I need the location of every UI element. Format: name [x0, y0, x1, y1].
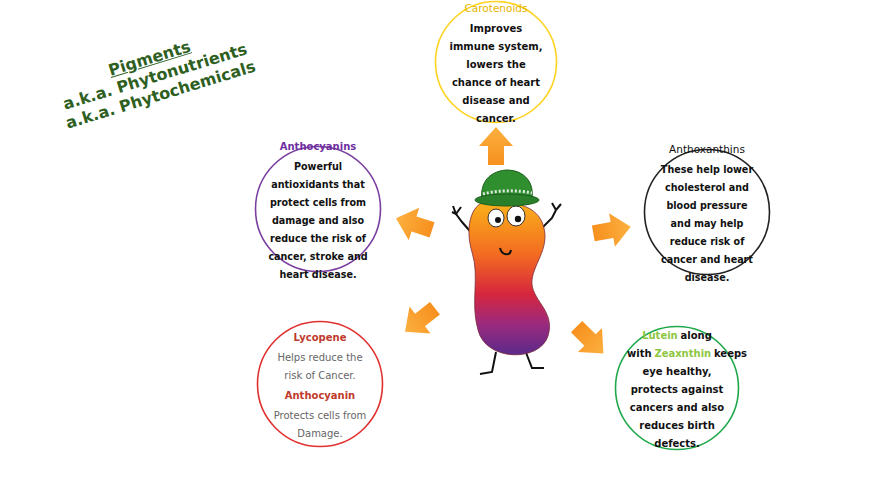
bean-hand	[452, 206, 461, 214]
circle-text: Protects cells from Damage.	[274, 410, 367, 439]
text-group: Luteinalong withZeaxnthinkeeps eye healt…	[627, 325, 727, 450]
pigment-circle: CarotenoidsImproves immune system, lower…	[434, 0, 558, 124]
circle-text: keeps eye healthy, protects against canc…	[630, 348, 747, 449]
pigment-circle: LycopeneHelps reduce the risk of Cancer.…	[256, 320, 384, 448]
bean-mascot	[452, 170, 561, 374]
circle-text: Powerful antioxidants that protect cells…	[268, 161, 367, 279]
text-group: Helps reduce the risk of Cancer.	[272, 347, 368, 383]
circle-content: AnthoxanthinsThese help lower cholestero…	[643, 148, 771, 276]
text-group: Powerful antioxidants that protect cells…	[268, 156, 368, 281]
bean-hand	[552, 203, 561, 210]
circle-text: Anthocyanin	[285, 390, 356, 401]
circle-heading: Lycopene	[294, 332, 347, 343]
circle-text: Improves immune system, lowers the chanc…	[450, 23, 543, 124]
circle-text: These help lower cholesterol and blood p…	[661, 164, 753, 282]
text-group: Anthocyanin	[285, 385, 356, 403]
text-group: Improves immune system, lowers the chanc…	[448, 18, 544, 125]
circle-border	[258, 322, 383, 447]
bean-leg	[480, 352, 496, 374]
pigment-circle: AnthocyaninsPowerful antioxidants that p…	[254, 145, 382, 273]
text-group: Carotenoids	[465, 0, 528, 16]
block-arrow	[590, 210, 633, 250]
bean-mouth	[500, 248, 511, 254]
bean-body	[469, 202, 550, 355]
block-arrow	[395, 295, 446, 345]
circle-heading: Lutein	[642, 330, 678, 341]
text-group: These help lower cholesterol and blood p…	[656, 159, 758, 284]
block-arrow	[479, 127, 513, 165]
bean-eye	[488, 209, 504, 227]
bean-eye	[507, 206, 525, 226]
text-group: Anthoxanthins	[669, 139, 745, 157]
circle-content: Luteinalong withZeaxnthinkeeps eye healt…	[614, 325, 740, 451]
text-group: Anthocyanins	[280, 136, 356, 154]
title-block: Pigmentsa.k.a. Phytonutrientsa.k.a. Phyt…	[27, 13, 283, 141]
block-arrow	[391, 202, 438, 246]
circle-content: AnthocyaninsPowerful antioxidants that p…	[254, 145, 382, 273]
pigment-circle: AnthoxanthinsThese help lower cholestero…	[643, 148, 771, 276]
text-group: Protects cells from Damage.	[272, 405, 368, 441]
circle-heading: Carotenoids	[465, 2, 528, 14]
circle-heading: Anthocyanins	[280, 141, 356, 152]
circle-text: Helps reduce the risk of Cancer.	[277, 352, 362, 381]
circle-content: CarotenoidsImproves immune system, lower…	[434, 0, 558, 124]
circle-heading: Anthoxanthins	[669, 143, 745, 155]
pigment-circle: Luteinalong withZeaxnthinkeeps eye healt…	[614, 325, 740, 451]
bean-pupil	[515, 216, 521, 222]
text-group: Lycopene	[294, 327, 347, 345]
hat-brim	[475, 194, 539, 206]
orange-arrows	[391, 127, 634, 365]
block-arrow	[565, 315, 616, 366]
circle-text: Zeaxnthin	[654, 348, 711, 359]
circle-content: LycopeneHelps reduce the risk of Cancer.…	[256, 320, 384, 448]
bean-pupil	[495, 217, 501, 223]
